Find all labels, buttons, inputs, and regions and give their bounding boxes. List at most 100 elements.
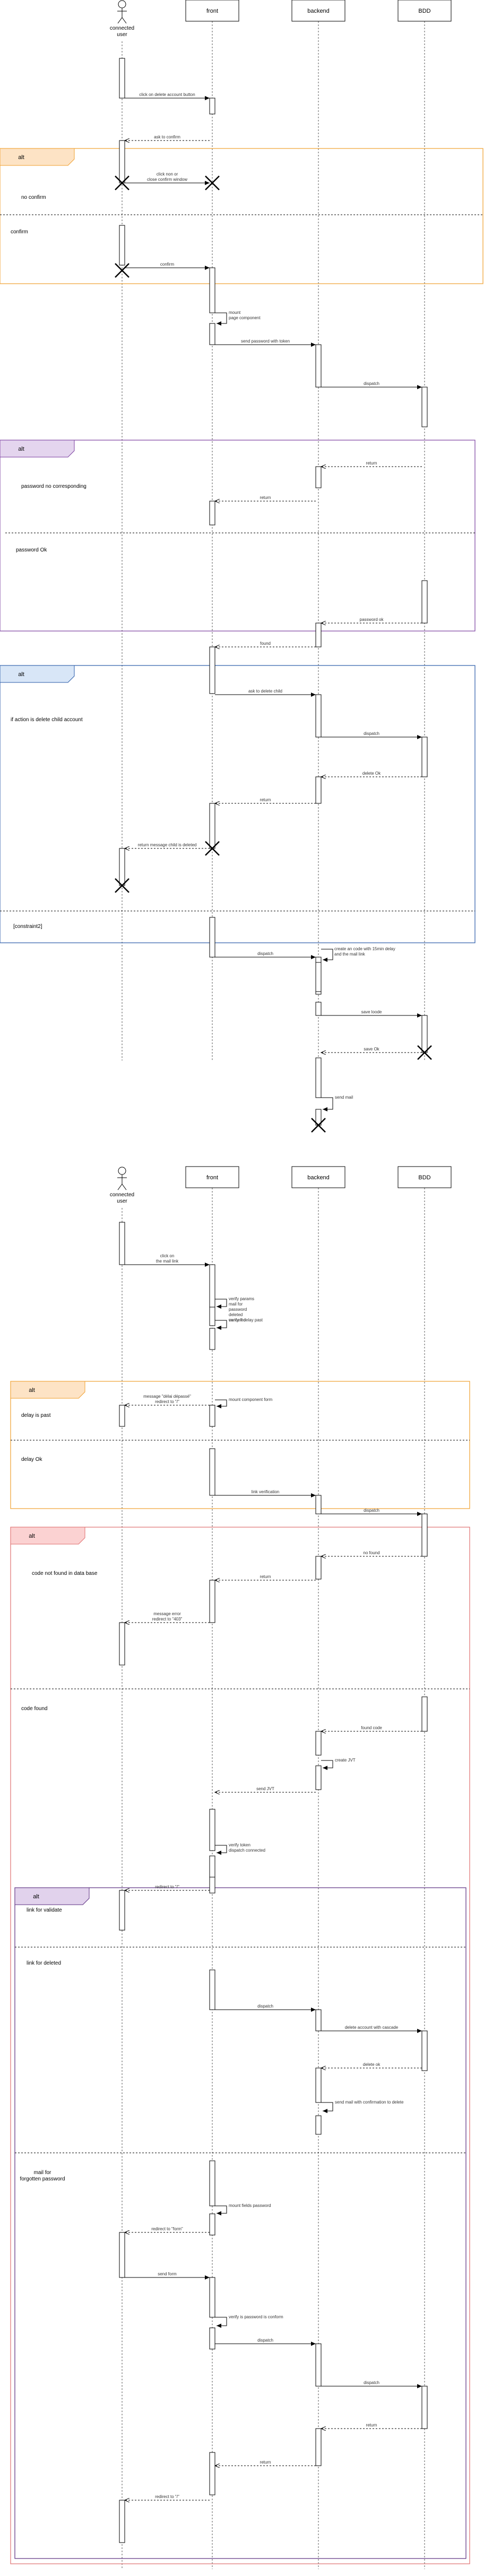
activation-bar	[421, 1513, 428, 1557]
message-label: ask to confirm	[154, 135, 180, 139]
activation-bar	[209, 2160, 215, 2206]
activation-bar	[209, 646, 215, 694]
activation-bar	[119, 1405, 125, 1427]
alt-frame-label: alt	[18, 446, 24, 452]
self-message-label: send mail with confirmation to delete	[335, 2100, 404, 2105]
guard-label: delay is past	[21, 1413, 51, 1418]
alt-frame-label: alt	[33, 1894, 39, 1900]
message-label: send JVT	[256, 1786, 274, 1791]
alt-frame-tab	[0, 665, 75, 683]
activation-bar	[119, 1890, 125, 1931]
guard-label: delay Ok	[21, 1457, 42, 1462]
alt-frame-label: alt	[18, 671, 24, 678]
self-message-arrow	[215, 1845, 227, 1855]
activation-bar	[209, 2452, 215, 2495]
participant-label: front	[206, 8, 218, 14]
self-message-label: verify if delay past	[229, 1318, 263, 1322]
activation-bar	[315, 2343, 322, 2387]
guard-label: if action is delete child account	[11, 717, 83, 723]
participant-label: backend	[307, 1175, 330, 1181]
alt-frame-tab	[0, 440, 75, 458]
message-label: return	[260, 1574, 271, 1579]
alt-frame-label: alt	[18, 154, 24, 161]
activation-bar	[209, 1264, 215, 1308]
activation-bar	[209, 1969, 215, 2010]
message-label: redirect to "/"	[155, 2494, 179, 2499]
participant-label: BDD	[418, 8, 430, 14]
activation-bar	[119, 58, 125, 99]
alt-frame	[0, 440, 476, 632]
message-label: dispatch	[257, 951, 273, 956]
activation-bar	[421, 737, 428, 777]
activation-bar	[209, 1307, 215, 1326]
participant-box	[397, 0, 452, 22]
message-label: save loode	[361, 1010, 382, 1014]
self-message-arrow	[215, 2317, 227, 2328]
self-message-arrow	[321, 1760, 333, 1770]
message-label: return	[366, 2423, 377, 2428]
destroy-icon	[205, 841, 220, 856]
activation-bar	[421, 1015, 428, 1053]
alt-frame-tab	[14, 1887, 90, 1905]
self-message-label: mount component form	[229, 1397, 273, 1402]
activation-bar	[315, 1057, 322, 1098]
participant-label: front	[206, 1175, 218, 1181]
participant-box	[291, 0, 345, 22]
self-message-arrow	[215, 1320, 227, 1330]
activation-bar	[421, 387, 428, 427]
activation-bar	[315, 1495, 322, 1514]
activation-bar	[315, 2009, 322, 2031]
message-label: return message child is deleted	[138, 843, 197, 847]
message-label: dispatch	[257, 2004, 273, 2009]
message-label: send password with token	[241, 339, 290, 344]
activation-bar	[315, 1731, 322, 1756]
activation-bar	[209, 1855, 215, 1878]
destroy-icon	[115, 263, 129, 278]
activation-bar	[315, 2067, 322, 2103]
activation-bar	[209, 1405, 215, 1427]
message-label: redirect to "/"	[155, 1885, 179, 1889]
self-message-arrow	[321, 2102, 333, 2113]
activation-bar	[315, 623, 322, 647]
message-label: delete ok	[363, 2062, 381, 2067]
message-label: save Ok	[364, 1047, 379, 1052]
activation-bar	[209, 1448, 215, 1496]
activation-bar	[315, 1765, 322, 1790]
participant-label: BDD	[418, 1175, 430, 1181]
actor-head-icon	[118, 0, 126, 8]
activation-bar	[209, 2277, 215, 2318]
activation-bar	[119, 848, 125, 886]
self-message-arrow	[215, 312, 227, 326]
actor-icon	[117, 1175, 127, 1190]
message-label: return	[260, 2460, 271, 2465]
message-label: delete account with cascade	[345, 2025, 399, 2030]
self-message-label: mount fields password	[229, 2203, 271, 2208]
alt-frame-tab	[0, 148, 75, 166]
participant-box	[291, 1166, 345, 1188]
message-label: password ok	[360, 617, 384, 622]
activation-bar	[209, 323, 215, 345]
destroy-icon	[115, 176, 129, 190]
destroy-icon	[311, 1118, 326, 1133]
activation-bar	[209, 1877, 215, 1894]
activation-bar	[119, 1622, 125, 1666]
participant-label: backend	[307, 8, 330, 14]
activation-bar	[209, 917, 215, 958]
activation-bar	[209, 803, 215, 849]
message-label: link verification	[252, 1489, 279, 1494]
activation-bar	[315, 1002, 322, 1016]
activation-bar	[119, 1222, 125, 1265]
message-label: click on delete account button	[139, 92, 195, 97]
alt-frame-label: alt	[29, 1387, 35, 1394]
activation-bar	[209, 267, 215, 313]
